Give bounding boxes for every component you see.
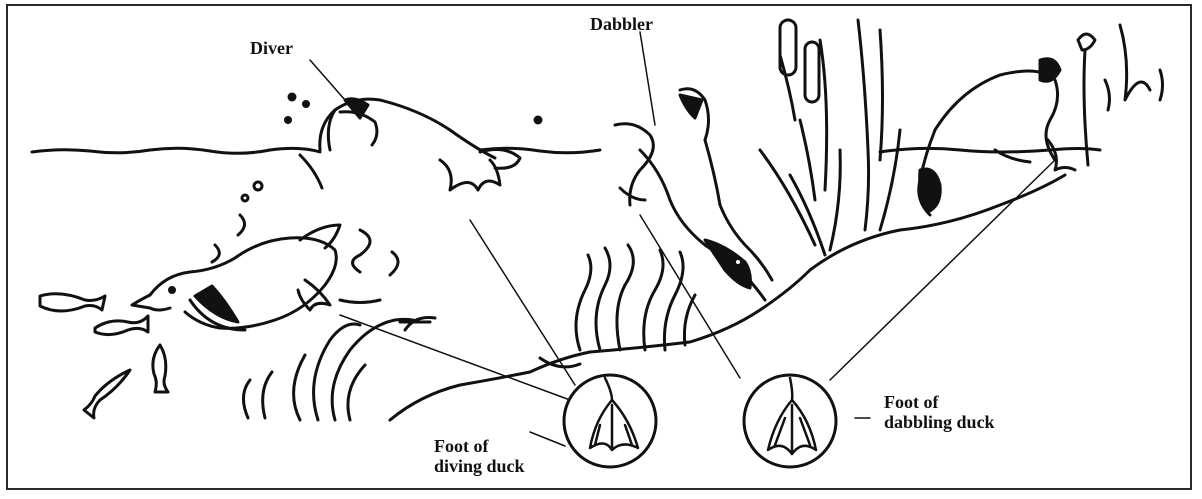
label-diving-foot-line2: diving duck xyxy=(434,456,525,476)
label-diver: Diver xyxy=(250,38,293,58)
underwater-diving-duck xyxy=(132,225,340,330)
fish-group xyxy=(40,294,168,418)
surface-diving-duck xyxy=(300,99,520,190)
seaweed xyxy=(576,245,695,350)
dabbling-foot-drawing xyxy=(768,378,816,454)
feeding-dabbler xyxy=(919,59,1075,215)
bottom-weeds xyxy=(243,318,435,421)
label-dabbling-foot-line2: dabbling duck xyxy=(884,412,995,432)
label-dabbling-foot-line1: Foot of xyxy=(884,392,939,412)
lake-bottom xyxy=(390,175,1065,420)
diving-foot-drawing xyxy=(590,378,638,450)
cattails xyxy=(760,20,900,255)
water-surface-left xyxy=(32,148,320,153)
water-surface-right xyxy=(880,148,1100,152)
label-dabbler: Dabbler xyxy=(590,14,653,34)
dabbling-duck xyxy=(615,89,772,300)
label-diving-foot-line1: Foot of xyxy=(434,436,489,456)
